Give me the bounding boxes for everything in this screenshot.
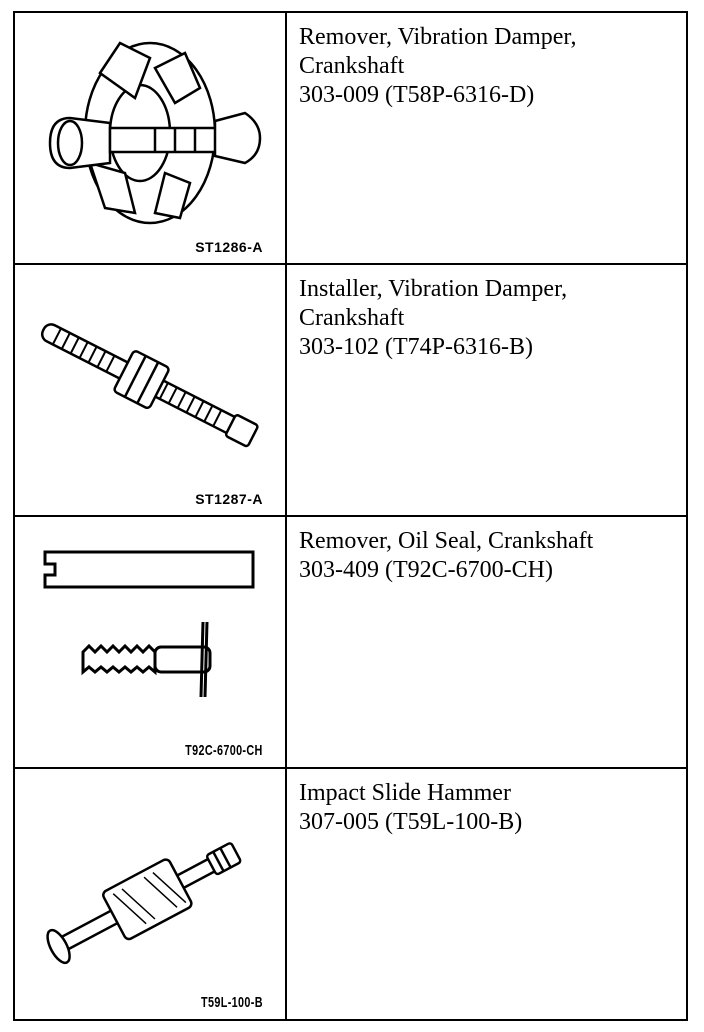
figure-label: ST1286-A	[195, 239, 263, 255]
tool-name-line: Crankshaft	[299, 53, 405, 79]
tool-description-cell: Remover, Vibration Damper, Crankshaft 30…	[285, 11, 688, 265]
tool-name-line: Crankshaft	[299, 305, 405, 331]
tool-row: ST1286-A Remover, Vibration Damper, Cran…	[13, 11, 688, 265]
tool-description-cell: Installer, Vibration Damper, Crankshaft …	[285, 263, 688, 517]
tool-illustration-cell: ST1286-A	[13, 11, 287, 265]
tool-name-line: Remover, Vibration Damper,	[299, 24, 577, 50]
tool-row: T59L-100-B Impact Slide Hammer 307-005 (…	[13, 767, 688, 1021]
tool-number-line: 303-409 (T92C-6700-CH)	[299, 557, 553, 583]
tool-description-cell: Remover, Oil Seal, Crankshaft 303-409 (T…	[285, 515, 688, 769]
vibration-damper-remover-icon	[48, 41, 262, 225]
tool-illustration-cell: T92C-6700-CH	[13, 515, 287, 769]
tool-number-line: 303-009 (T58P-6316-D)	[299, 82, 535, 108]
tool-row: ST1287-A Installer, Vibration Damper, Cr…	[13, 263, 688, 517]
tool-name-line: Remover, Oil Seal, Crankshaft	[299, 528, 594, 554]
figure-label: T59L-100-B	[201, 994, 263, 1011]
tool-row: T92C-6700-CH Remover, Oil Seal, Cranksha…	[13, 515, 688, 769]
tool-name-line: Installer, Vibration Damper,	[299, 276, 568, 302]
tool-number-line: 303-102 (T74P-6316-B)	[299, 334, 533, 360]
tool-illustration-cell: ST1287-A	[13, 263, 287, 517]
vibration-damper-installer-icon	[40, 323, 259, 448]
slide-hammer-icon	[46, 842, 242, 965]
tool-illustration-cell: T59L-100-B	[13, 767, 287, 1021]
figure-label: T92C-6700-CH	[185, 742, 263, 759]
special-tools-table: ST1286-A Remover, Vibration Damper, Cran…	[13, 11, 688, 1021]
tool-number-line: 307-005 (T59L-100-B)	[299, 809, 523, 835]
oil-seal-remover-icon	[43, 550, 255, 698]
figure-label: ST1287-A	[195, 491, 263, 507]
tool-description-cell: Impact Slide Hammer 307-005 (T59L-100-B)	[285, 767, 688, 1021]
tool-name-line: Impact Slide Hammer	[299, 780, 511, 806]
